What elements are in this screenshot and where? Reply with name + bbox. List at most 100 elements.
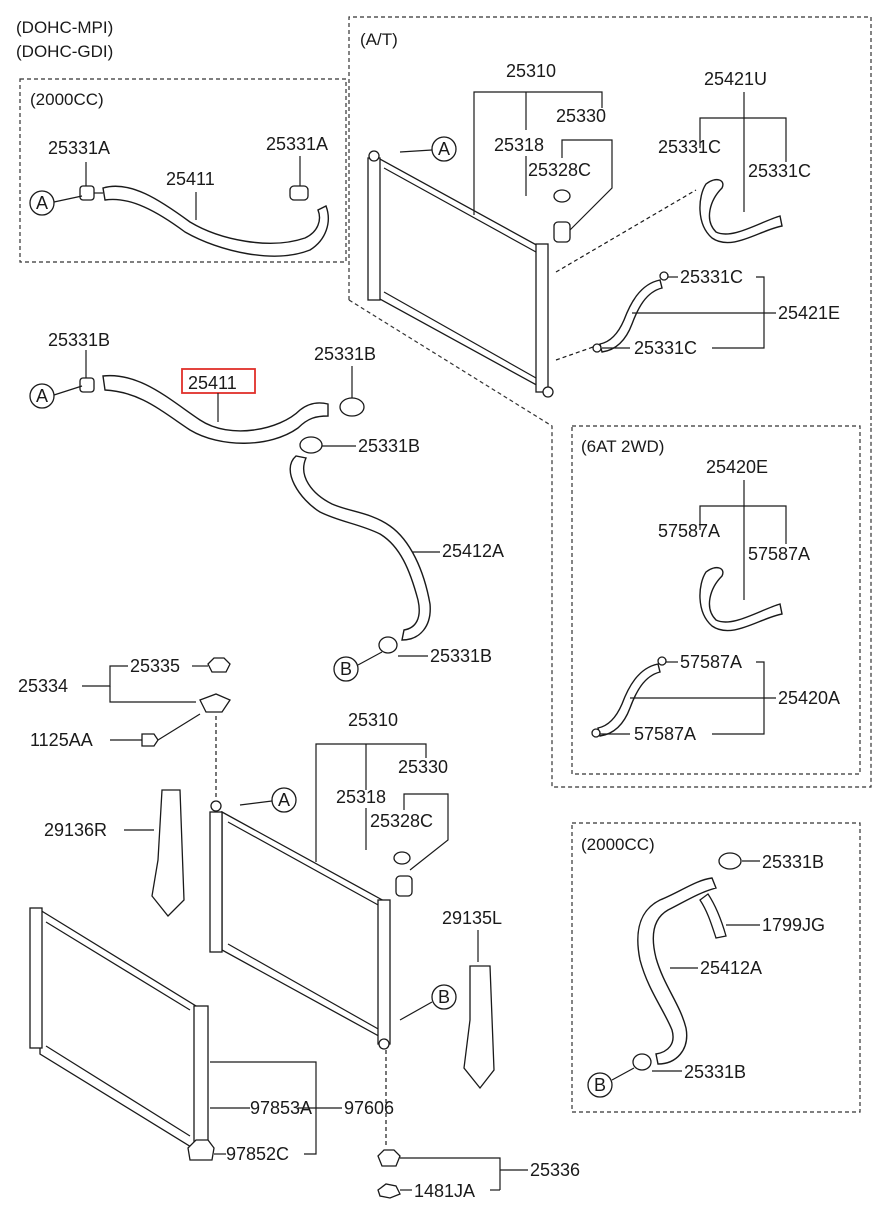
box-2000cc-bottom bbox=[571, 822, 861, 1113]
label-25420e: 25420E bbox=[706, 457, 768, 477]
label-29136r: 29136R bbox=[44, 820, 107, 840]
label-57587a-3: 57587A bbox=[680, 652, 742, 672]
callout-a-3 bbox=[431, 136, 457, 162]
clamp-25331b-mid bbox=[299, 436, 323, 454]
callout-a-4 bbox=[271, 787, 297, 813]
label-25331a-2: 25331A bbox=[266, 134, 328, 154]
callout-a-2 bbox=[29, 383, 55, 409]
box-at-header: (A/T) bbox=[360, 30, 398, 49]
bolt-1125aa bbox=[141, 733, 159, 747]
callout-b-1-letter: B bbox=[340, 659, 352, 679]
clamp-57587a-3 bbox=[657, 656, 667, 666]
callout-b-3 bbox=[587, 1072, 613, 1098]
label-25331b-3: 25331B bbox=[358, 436, 420, 456]
clamp-25331b-right bbox=[339, 397, 365, 417]
box-6at-2wd-header: (6AT 2WD) bbox=[581, 437, 664, 456]
air-guard-29136r bbox=[151, 789, 185, 917]
label-25310-bottom: 25310 bbox=[348, 710, 398, 730]
label-57587a-2: 57587A bbox=[748, 544, 810, 564]
seal-25328c-top bbox=[553, 189, 571, 203]
hose-25421e bbox=[599, 279, 663, 353]
label-25335: 25335 bbox=[130, 656, 180, 676]
bushing-25336 bbox=[377, 1149, 401, 1167]
box-2000cc-top bbox=[19, 78, 347, 263]
label-25412a-2: 25412A bbox=[700, 958, 762, 978]
bracket-1799jg bbox=[699, 893, 727, 939]
label-25330-top: 25330 bbox=[556, 106, 606, 126]
hose-25412a bbox=[289, 455, 431, 641]
box-2000cc-top-header: (2000CC) bbox=[30, 90, 104, 109]
box-2000cc-bottom-header: (2000CC) bbox=[581, 835, 655, 854]
label-25318-bottom: 25318 bbox=[336, 787, 386, 807]
radiator-at bbox=[367, 150, 554, 398]
label-25331c-1: 25331C bbox=[658, 137, 721, 157]
cap-25330-bottom bbox=[395, 875, 413, 897]
bracket-25334 bbox=[199, 693, 231, 713]
label-25420a: 25420A bbox=[778, 688, 840, 708]
callout-b-1 bbox=[333, 656, 359, 682]
box-at-frame-lower bbox=[348, 299, 872, 788]
label-57587a-4: 57587A bbox=[634, 724, 696, 744]
label-25421e: 25421E bbox=[778, 303, 840, 323]
clamp-25331c-4 bbox=[592, 343, 602, 353]
label-25331b-1: 25331B bbox=[48, 330, 110, 350]
label-25336: 25336 bbox=[530, 1160, 580, 1180]
label-25330-bottom: 25330 bbox=[398, 757, 448, 777]
seal-25328c-bottom bbox=[393, 851, 411, 865]
label-97606: 97606 bbox=[344, 1098, 394, 1118]
callout-a-4-letter: A bbox=[278, 790, 290, 810]
clamp-25331b-upper-2000cc bbox=[718, 852, 742, 870]
engine-variant-mpi: (DOHC-MPI) bbox=[16, 18, 113, 37]
label-25331a-1: 25331A bbox=[48, 138, 110, 158]
callout-b-3-letter: B bbox=[594, 1075, 606, 1095]
hose-25411-selected bbox=[102, 374, 329, 444]
callout-b-2-letter: B bbox=[438, 987, 450, 1007]
clamp-25331b-lower bbox=[378, 636, 398, 654]
callout-a-3-letter: A bbox=[438, 139, 450, 159]
hose-25420e bbox=[699, 566, 783, 632]
label-25331b-2: 25331B bbox=[314, 344, 376, 364]
condenser bbox=[29, 907, 209, 1152]
label-25328c-top: 25328C bbox=[528, 160, 591, 180]
callout-b-2 bbox=[431, 984, 457, 1010]
label-25331c-3: 25331C bbox=[680, 267, 743, 287]
clamp-25331b-left bbox=[79, 377, 95, 393]
label-25334: 25334 bbox=[18, 676, 68, 696]
hose-25411-2000cc bbox=[102, 185, 329, 257]
nut-1481ja bbox=[377, 1183, 401, 1199]
label-57587a-1: 57587A bbox=[658, 521, 720, 541]
box-at-frame bbox=[348, 16, 872, 426]
label-25411-selected[interactable]: 25411 bbox=[188, 373, 237, 393]
clamp-25331a-left bbox=[79, 185, 103, 201]
engine-variant-gdi: (DOHC-GDI) bbox=[16, 42, 113, 61]
label-25421u: 25421U bbox=[704, 69, 767, 89]
bushing-97852c bbox=[187, 1139, 215, 1161]
label-25331b-5: 25331B bbox=[762, 852, 824, 872]
label-97852c: 97852C bbox=[226, 1144, 289, 1164]
label-25331b-4: 25331B bbox=[430, 646, 492, 666]
hose-25420a bbox=[597, 663, 661, 737]
label-1125aa: 1125AA bbox=[30, 730, 93, 750]
label-1799jg: 1799JG bbox=[762, 915, 825, 935]
label-29135l: 29135L bbox=[442, 908, 502, 928]
label-25331c-4: 25331C bbox=[634, 338, 697, 358]
radiator-main bbox=[209, 800, 391, 1050]
label-25331b-6: 25331B bbox=[684, 1062, 746, 1082]
bushing-25335 bbox=[207, 657, 231, 673]
clamp-57587a-4 bbox=[591, 728, 601, 738]
hose-25412a-2000cc bbox=[637, 877, 717, 1065]
label-1481ja: 1481JA bbox=[414, 1181, 475, 1201]
clamp-25331b-lower-2000cc bbox=[632, 1053, 652, 1071]
label-25328c-bottom: 25328C bbox=[370, 811, 433, 831]
label-25310-top: 25310 bbox=[506, 61, 556, 81]
callout-a-1-letter: A bbox=[36, 193, 48, 213]
cap-25330-top bbox=[553, 221, 571, 243]
box-6at-2wd bbox=[571, 425, 861, 775]
callout-a-1 bbox=[29, 190, 55, 216]
label-25331c-2: 25331C bbox=[748, 161, 811, 181]
label-25412a: 25412A bbox=[442, 541, 504, 561]
callout-a-2-letter: A bbox=[36, 386, 48, 406]
hose-25421u bbox=[699, 178, 783, 244]
clamp-25331c-3 bbox=[659, 271, 669, 281]
